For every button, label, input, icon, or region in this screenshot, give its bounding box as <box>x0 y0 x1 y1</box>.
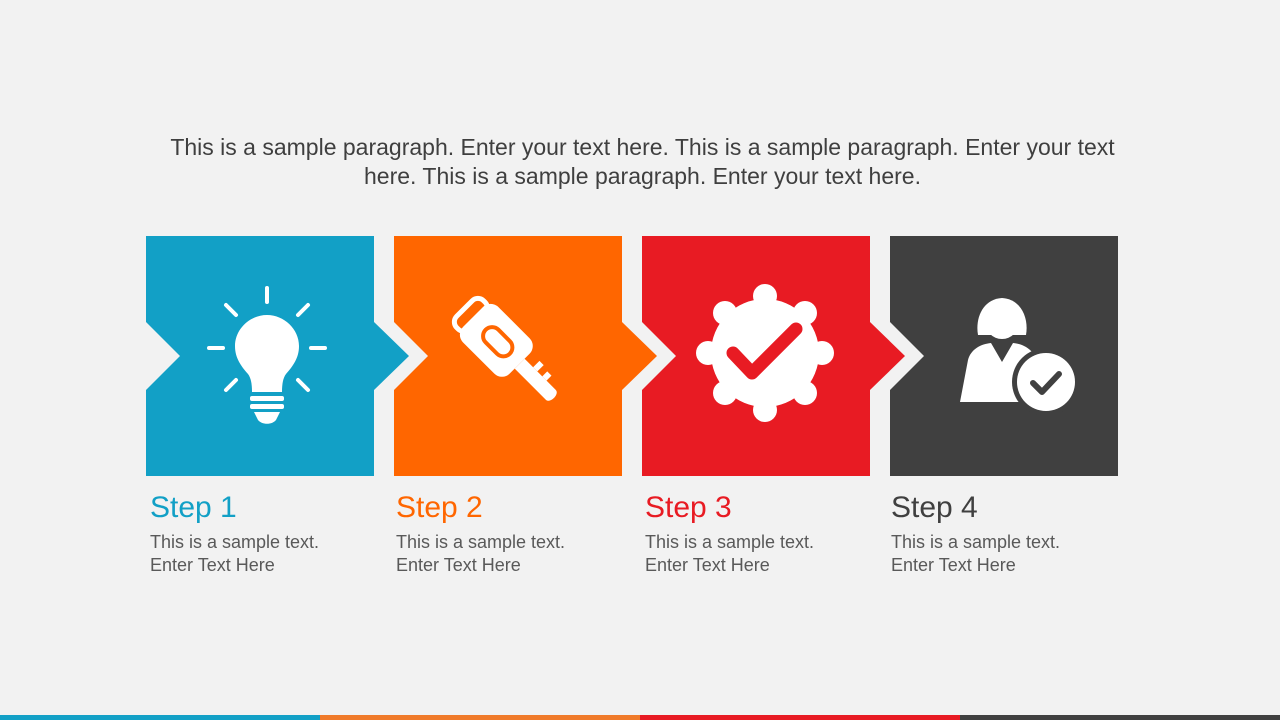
step-2-description: This is a sample text. Enter Text Here <box>396 531 565 577</box>
step-3-description: This is a sample text. Enter Text Here <box>645 531 814 577</box>
step-4-description: This is a sample text. Enter Text Here <box>891 531 1060 577</box>
bottom-bar-segment-4 <box>960 715 1280 720</box>
step-3-desc-line-1: This is a sample text. <box>645 532 815 552</box>
step-2-desc-line-1: This is a sample text. <box>396 532 566 552</box>
step-4-desc-line-2: Enter Text Here <box>891 555 1016 575</box>
approved-user-icon <box>960 298 1080 416</box>
intro-paragraph: This is a sample paragraph. Enter your t… <box>140 133 1145 191</box>
bottom-color-bar <box>0 715 1280 720</box>
step-2-title: Step 2 <box>396 491 483 524</box>
step-4-desc-line-1: This is a sample text. <box>891 532 1061 552</box>
step-1-desc-line-1: This is a sample text. <box>150 532 320 552</box>
step-3-desc-line-2: Enter Text Here <box>645 555 770 575</box>
step-1-desc-line-2: Enter Text Here <box>150 555 275 575</box>
intro-line-1: This is a sample paragraph. Enter your t… <box>170 134 1115 160</box>
key-icon <box>451 295 557 401</box>
step-4-block <box>890 236 1118 476</box>
step-3-title: Step 3 <box>645 491 732 524</box>
intro-line-2: here. This is a sample paragraph. Enter … <box>364 163 921 189</box>
step-1-title: Step 1 <box>150 491 237 524</box>
step-2-desc-line-2: Enter Text Here <box>396 555 521 575</box>
lightbulb-icon <box>207 286 327 424</box>
step-1-description: This is a sample text. Enter Text Here <box>150 531 319 577</box>
step-4-title: Step 4 <box>891 491 978 524</box>
bottom-bar-segment-1 <box>0 715 320 720</box>
checkmark-badge-icon <box>696 284 834 422</box>
bottom-bar-segment-2 <box>320 715 640 720</box>
bottom-bar-segment-3 <box>640 715 960 720</box>
